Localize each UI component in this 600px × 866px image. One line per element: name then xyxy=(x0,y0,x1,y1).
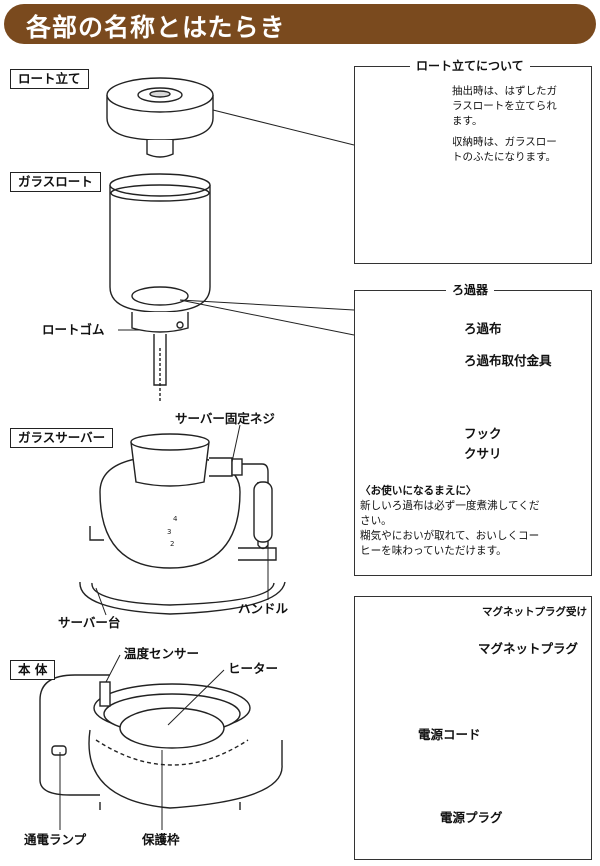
server-mark-3: 3 xyxy=(167,528,171,536)
funnel-stand-panel-text: 抽出時は、はずしたガ ラスロートを立てられ ます。 収納時は、ガラスロー トのふ… xyxy=(452,85,557,163)
server-mark-4: 4 xyxy=(173,515,178,523)
handle-label: ハンドル xyxy=(238,601,289,616)
leader-lines xyxy=(59,109,545,830)
chain-label: クサリ xyxy=(464,446,502,461)
main-body-label: 本 体 xyxy=(10,660,56,680)
filter-panel xyxy=(354,290,592,576)
filter-note: 〈お使いになるまえに〉 新しいろ過布は必ず一度煮沸してくだ さい。 糊気やにおい… xyxy=(360,485,540,557)
title-banner: 各部の名称とはたらき xyxy=(4,4,596,44)
glass-funnel-label: ガラスロート xyxy=(10,172,101,192)
power-cord-label: 電源コード xyxy=(418,727,481,742)
power-panel xyxy=(354,596,592,860)
server-base-label: サーバー台 xyxy=(58,615,121,630)
funnel-stand-label: ロート立て xyxy=(10,69,89,89)
funnel-stand-drawing xyxy=(106,77,214,158)
funnel-stand-panel-title: ロート立てについて xyxy=(410,60,530,72)
server-screw-label: サーバー固定ネジ xyxy=(175,411,275,426)
temperature-sensor-label: 温度センサー xyxy=(124,646,200,661)
glass-funnel-drawing xyxy=(109,173,211,402)
main-body-drawing xyxy=(39,674,283,810)
power-plug-label: 電源プラグ xyxy=(440,810,503,825)
filter-cloth-fitting-label: ろ過布取付金具 xyxy=(464,353,552,368)
hook-label: フック xyxy=(464,426,502,441)
filter-panel-title: ろ過器 xyxy=(446,284,495,296)
power-lamp-label: 通電ランプ xyxy=(24,832,87,847)
magnet-plug-receiver-label: マグネットプラグ受け xyxy=(482,606,587,618)
glass-server-label: ガラスサーバー xyxy=(10,428,114,448)
server-level-marks: 4 3 2 xyxy=(167,515,178,548)
funnel-rubber-label: ロートゴム xyxy=(42,322,105,337)
guard-frame-label: 保護枠 xyxy=(142,832,180,847)
server-mark-2: 2 xyxy=(170,540,174,548)
funnel-stand-panel xyxy=(354,66,592,264)
filter-cloth-label: ろ過布 xyxy=(464,321,502,336)
glass-server-drawing xyxy=(79,433,286,615)
magnet-plug-label: マグネットプラグ xyxy=(478,641,579,656)
page-title: 各部の名称とはたらき xyxy=(26,13,286,42)
heater-label: ヒーター xyxy=(228,661,279,676)
